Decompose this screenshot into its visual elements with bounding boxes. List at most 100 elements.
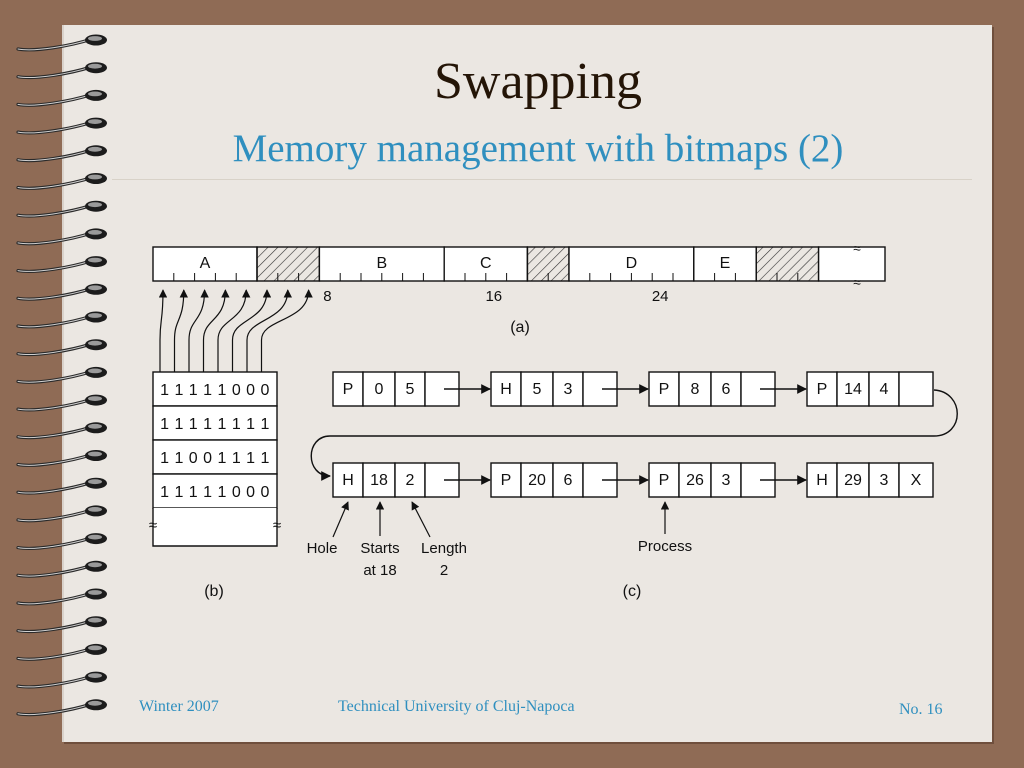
binding-ring	[16, 450, 107, 467]
node-field: P	[659, 472, 670, 489]
bitmap-arrows	[158, 289, 313, 372]
node-field: 8	[691, 381, 700, 398]
bitmap-bits: 1 1 1 1 1 0 0 0	[160, 484, 270, 501]
wrap-arrow	[310, 389, 958, 481]
binding-ring	[16, 588, 107, 606]
label-length-2: 2	[440, 562, 448, 579]
label-length-1: Length	[421, 540, 467, 557]
memory-segment	[256, 246, 321, 282]
node-field: 14	[844, 381, 862, 398]
bit-arrow	[173, 289, 188, 372]
segment-label: E	[720, 255, 731, 272]
segment-label: C	[480, 255, 492, 272]
memory-segment	[526, 246, 570, 282]
bitmap-row: 1 1 1 1 1 0 0 0	[152, 371, 278, 407]
bit-arrow	[246, 289, 292, 372]
binding-ring	[16, 477, 107, 495]
bitmap-continuation	[152, 508, 278, 547]
footer-university: Technical University of Cluj-Napoca	[338, 698, 575, 715]
node-field: 2	[406, 472, 415, 489]
bitmap-row: 1 1 1 1 1 1 1 1	[152, 405, 278, 441]
binding-ring	[16, 394, 107, 412]
break-mark-top: ≈	[853, 240, 861, 256]
segment-label: D	[626, 255, 638, 272]
node-field: 3	[880, 472, 889, 489]
binding-ring	[16, 145, 107, 163]
node-field: X	[911, 472, 922, 489]
binding-ring	[16, 616, 107, 634]
memory-segment: C	[443, 246, 529, 282]
tick-label: 24	[652, 288, 669, 305]
node-field: 18	[370, 472, 388, 489]
node-field: 26	[686, 472, 704, 489]
binding-ring	[16, 200, 107, 218]
label-starts-1: Starts	[360, 540, 399, 557]
node-field: 20	[528, 472, 546, 489]
bitmap-bits: 1 1 1 1 1 1 1 1	[160, 416, 270, 433]
bitmap-row: 1 1 0 0 1 1 1 1	[152, 439, 278, 475]
slide-subtitle: Memory management with bitmaps (2)	[232, 127, 844, 170]
node-field: 6	[564, 472, 573, 489]
label-starts-2: at 18	[363, 562, 396, 579]
binding-ring	[16, 283, 107, 301]
break-mark-right: ≈	[273, 517, 281, 534]
slide-title: Swapping	[434, 53, 642, 110]
segment-label: B	[376, 255, 387, 272]
bit-arrow	[217, 289, 251, 372]
bit-arrow	[188, 289, 209, 372]
memory-tail	[817, 246, 886, 282]
binding-ring	[16, 560, 107, 578]
footer-date: Winter 2007	[139, 698, 219, 715]
binding-ring	[16, 643, 107, 661]
bit-arrow	[231, 289, 272, 372]
node-field: 0	[375, 381, 384, 398]
bit-arrow	[202, 289, 230, 372]
binding-ring	[16, 311, 107, 329]
binding-ring	[16, 89, 107, 107]
binding-ring	[16, 34, 107, 52]
binding-ring	[16, 699, 107, 717]
label-hole: Hole	[307, 540, 338, 557]
binding-ring	[16, 671, 107, 689]
break-mark-bottom: ≈	[853, 274, 861, 290]
node-field: 4	[880, 381, 889, 398]
label-process: Process	[638, 538, 692, 555]
node-field: 6	[722, 381, 731, 398]
node-field: P	[343, 381, 354, 398]
node-field: 3	[722, 472, 731, 489]
segment-label: A	[200, 255, 211, 272]
node-field: 29	[844, 472, 862, 489]
binding-ring	[16, 505, 107, 523]
break-mark-left: ≈	[149, 517, 157, 534]
memory-segment: E	[693, 246, 757, 282]
memory-segment: A	[152, 246, 258, 282]
title-divider	[112, 179, 972, 180]
bitmap-bits: 1 1 1 1 1 0 0 0	[160, 382, 270, 399]
node-field: P	[501, 472, 512, 489]
bit-arrow	[260, 289, 313, 372]
binding-ring	[16, 366, 107, 384]
annotations: Hole Starts at 18 Length 2 Process	[307, 501, 692, 579]
bitmap-row: 1 1 1 1 1 0 0 0	[152, 473, 278, 509]
node-field: P	[817, 381, 828, 398]
memory-segment: B	[318, 246, 445, 282]
tick-label: 16	[485, 288, 502, 305]
memory-segment	[755, 246, 820, 282]
bitmap-table: 1 1 1 1 1 0 0 0 1 1 1 1 1 1 1 1 1 1 0 0 1 …	[149, 371, 281, 547]
bit-arrow	[158, 289, 168, 372]
binding-ring	[16, 117, 107, 135]
binding-ring	[16, 256, 107, 273]
binding-ring	[16, 62, 107, 80]
list-node: P 20 6	[490, 462, 649, 498]
caption-c: (c)	[623, 583, 642, 600]
binding-ring	[16, 339, 107, 357]
footer-slide-number: No. 16	[899, 701, 943, 718]
